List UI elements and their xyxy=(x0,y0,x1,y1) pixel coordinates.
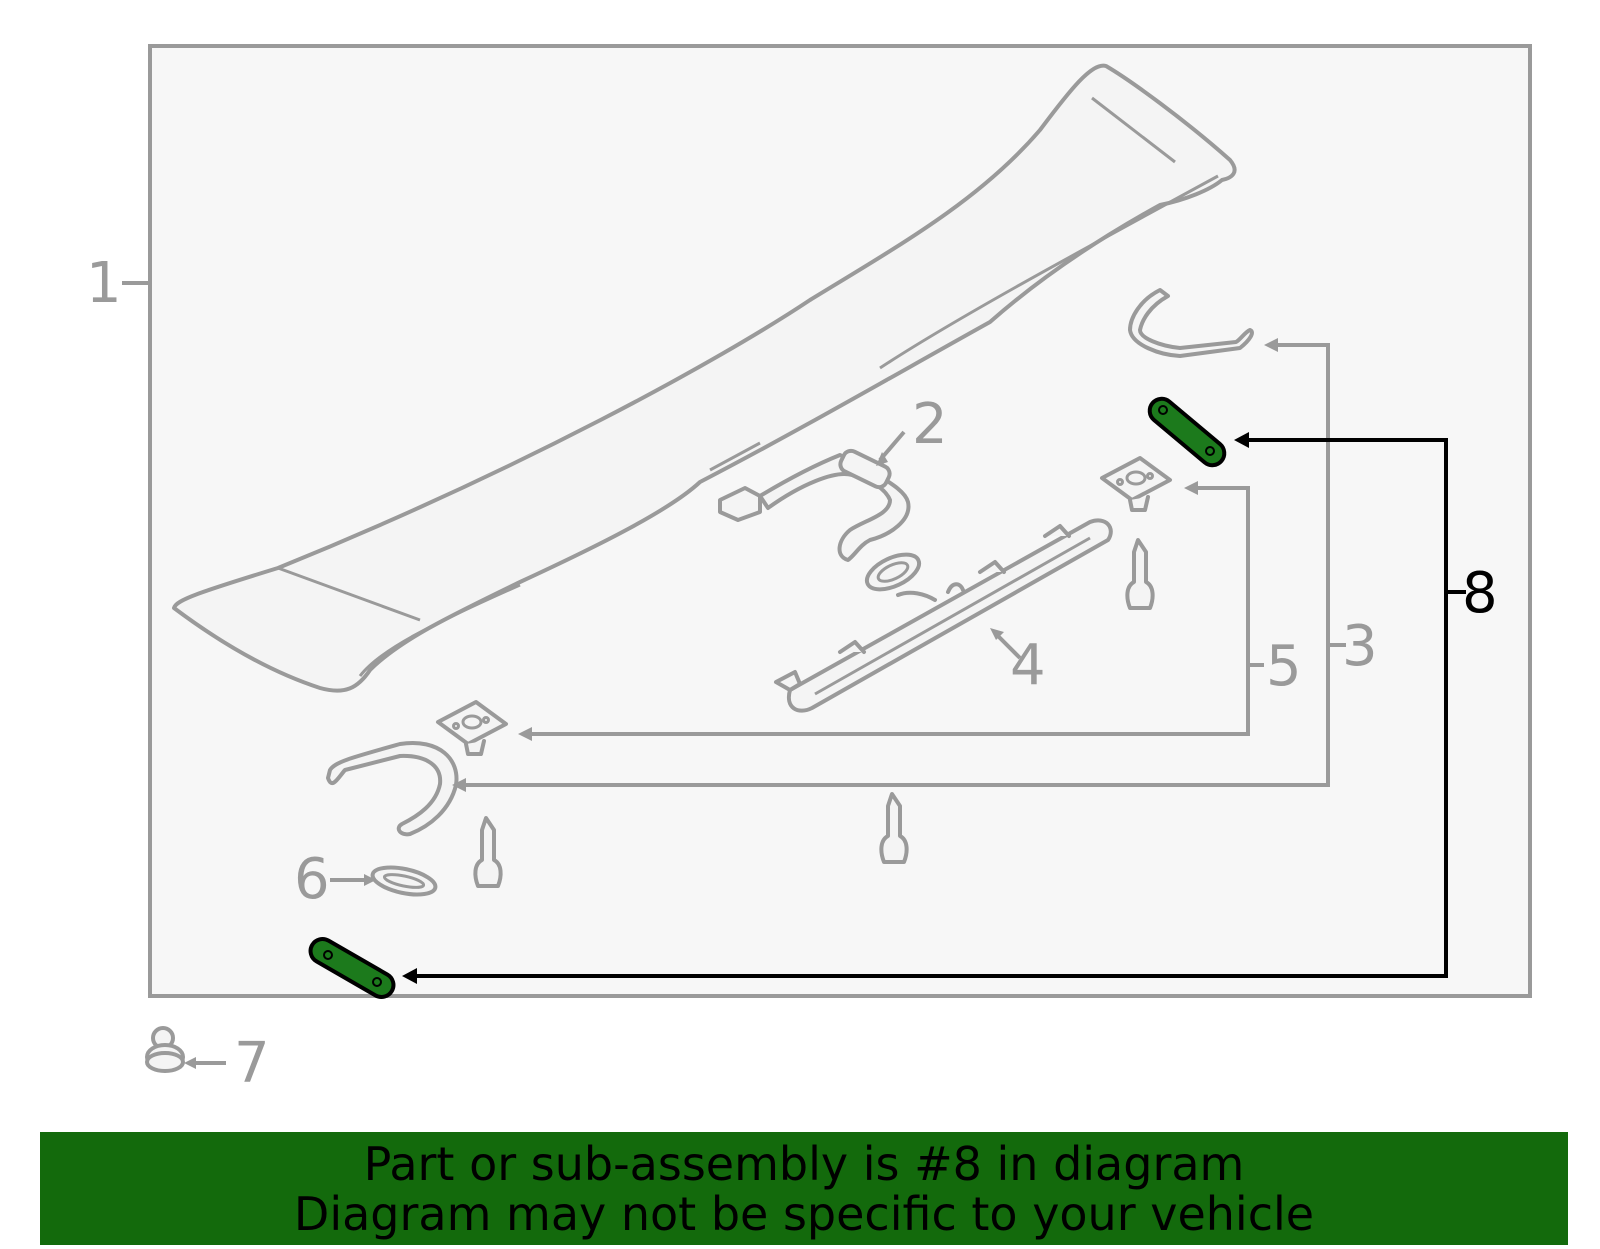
callout-5: 5 xyxy=(1266,634,1302,699)
info-banner: Part or sub-assembly is #8 in diagram Di… xyxy=(40,1132,1568,1245)
banner-line-2: Diagram may not be specific to your vehi… xyxy=(293,1186,1315,1241)
callout-8: 8 xyxy=(1462,561,1498,626)
callout-2: 2 xyxy=(912,392,948,457)
bolt-part xyxy=(473,538,1155,888)
callout-6: 6 xyxy=(294,847,330,912)
spoiler-part xyxy=(172,63,1237,693)
highlighted-pad-lower xyxy=(308,937,396,999)
callout-7: 7 xyxy=(234,1031,270,1096)
parts-diagram: 1 2 3 4 5 6 7 8 xyxy=(86,44,1532,1096)
callout-4: 4 xyxy=(1010,633,1046,698)
diagram-frame xyxy=(148,44,1532,998)
leader-lines xyxy=(122,281,1466,1065)
callout-1: 1 xyxy=(86,251,122,316)
clip-upper-part xyxy=(1100,456,1172,512)
grommet-lower-part xyxy=(370,865,438,897)
cable-upper-part xyxy=(1128,288,1254,358)
arrowheads-highlighted xyxy=(402,432,1249,984)
wiring-harness-part xyxy=(718,448,911,562)
clip-lower-part xyxy=(436,700,508,756)
banner-line-1: Part or sub-assembly is #8 in diagram xyxy=(363,1136,1245,1191)
cable-lower-part xyxy=(326,741,459,837)
arrowheads xyxy=(184,338,1278,1069)
brake-light-part xyxy=(774,518,1113,713)
fastener-part xyxy=(145,1026,185,1073)
callout-3: 3 xyxy=(1342,614,1378,679)
grommet-part xyxy=(864,552,922,592)
highlighted-pad-upper xyxy=(1147,396,1227,468)
